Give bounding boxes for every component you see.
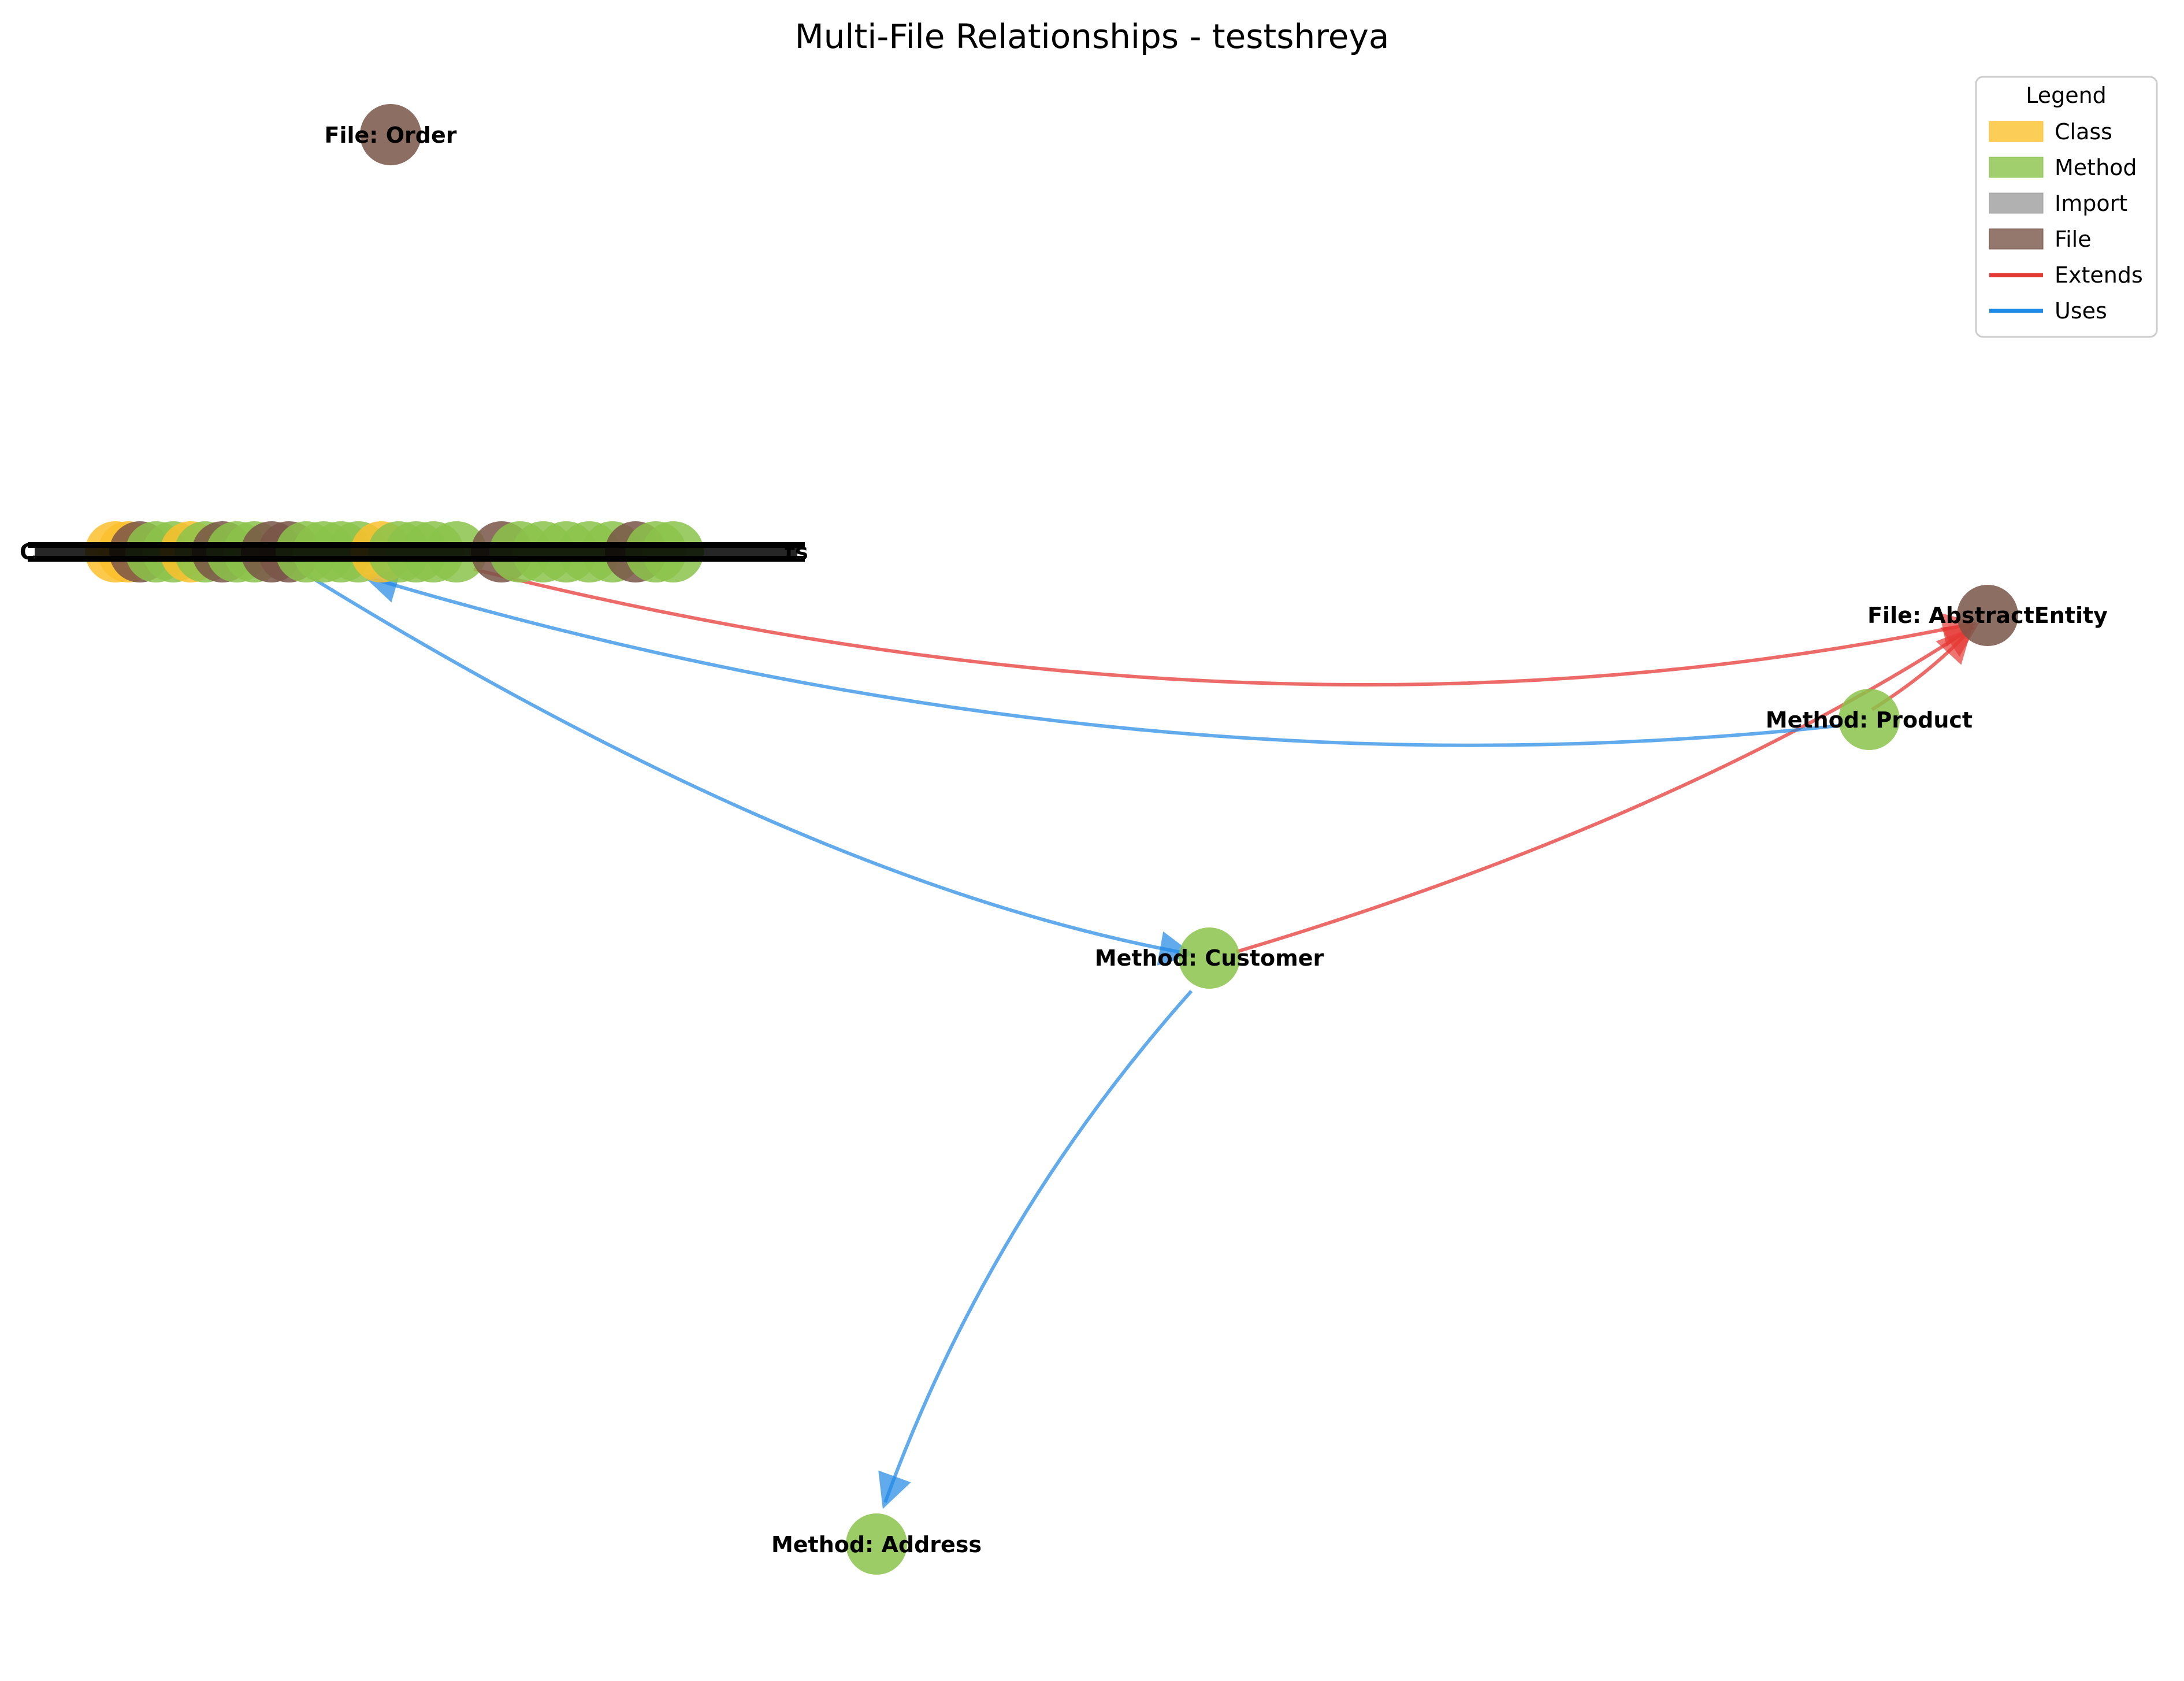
edge-uses-product-to-cluster <box>363 569 1844 747</box>
node-file-order[interactable]: File: Order <box>325 104 457 165</box>
node-label-method-address: Method: Address <box>771 1532 982 1557</box>
edge-uses-cluster-to-customer <box>306 573 1194 966</box>
edge-uses-customer-to-address <box>878 990 1193 1509</box>
node-label-method-product: Method: Product <box>1766 707 1973 733</box>
node-label-file-order: File: Order <box>325 123 457 148</box>
legend-label-extends: Extends <box>2055 262 2143 288</box>
node-label-file-abstractentity: File: AbstractEntity <box>1867 603 2108 628</box>
cluster-label-left: C <box>20 539 36 565</box>
legend-label-uses: Uses <box>2055 298 2107 324</box>
legend-swatch-class <box>1989 121 2044 142</box>
legend-label-class: Class <box>2055 119 2112 144</box>
cluster-label-right: ts <box>785 539 808 565</box>
method-node-circle[interactable] <box>846 1513 907 1575</box>
diagram-title: Multi-File Relationships - testshreya <box>795 17 1390 56</box>
legend: Legend Class Method Import File Extends … <box>1975 76 2158 338</box>
node-file-abstractentity[interactable]: File: AbstractEntity <box>1867 585 2108 646</box>
legend-swatch-method <box>1989 157 2044 178</box>
node-method-address[interactable]: Method: Address <box>771 1513 982 1575</box>
file-node-circle[interactable] <box>1957 585 2018 646</box>
cluster-label-smear <box>28 542 805 562</box>
edge-extends-customer-to-abstractentity <box>1236 623 1979 953</box>
legend-swatch-import <box>1989 192 2044 214</box>
legend-label-method: Method <box>2055 155 2137 180</box>
legend-label-file: File <box>2055 227 2092 252</box>
node-method-customer[interactable]: Method: Customer <box>1095 927 1324 989</box>
legend-title: Legend <box>2026 83 2107 108</box>
edge-extends-cluster-to-abstractentity <box>473 567 1977 687</box>
edges-layer <box>306 567 1979 1509</box>
method-node-circle[interactable] <box>1838 689 1900 750</box>
file-node-circle[interactable] <box>360 104 421 165</box>
legend-label-import: Import <box>2055 191 2127 216</box>
node-method-product[interactable]: Method: Product <box>1766 689 1973 750</box>
node-label-method-customer: Method: Customer <box>1095 945 1324 971</box>
method-node-circle[interactable] <box>1179 927 1240 989</box>
legend-swatch-file <box>1989 228 2044 250</box>
